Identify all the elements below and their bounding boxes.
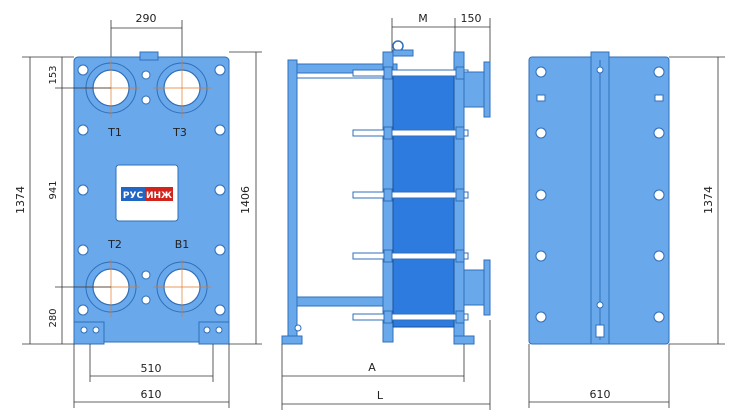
- bolt-hole-icon: [535, 127, 547, 139]
- bolt-hole-icon: [535, 311, 547, 323]
- dim-m-label: M: [418, 12, 428, 25]
- foot-bolt-icon: [215, 326, 223, 334]
- guide-notch: [536, 94, 546, 102]
- guide-notch: [654, 94, 664, 102]
- bolt-hole-icon: [653, 127, 665, 139]
- bolt-hole-icon: [214, 304, 226, 316]
- nozzle-flange-bottom: [483, 259, 491, 316]
- left-foot: [73, 321, 105, 345]
- bolt-hole-icon: [535, 66, 547, 78]
- bolt-hole-icon: [141, 70, 151, 80]
- dim-1374-back-label: 1374: [702, 186, 715, 214]
- logo-left-block: [121, 187, 145, 201]
- dim-153-label: 153: [48, 65, 59, 84]
- bolt-hole-icon: [77, 124, 89, 136]
- bolt-hole-icon: [535, 189, 547, 201]
- port-t1-label: T1: [107, 126, 122, 139]
- tie-bolt: [352, 126, 469, 140]
- foot-bolt-icon: [80, 326, 88, 334]
- bolt-hole-icon: [535, 250, 547, 262]
- port-b1-label: B1: [175, 238, 190, 251]
- bolt-hole-icon: [214, 64, 226, 76]
- bolt-hole-icon: [77, 184, 89, 196]
- logo-text-right: ИНЖ: [146, 191, 172, 201]
- front-view: 290: [14, 12, 262, 408]
- nozzle-flange-top: [483, 61, 491, 118]
- bolt-hole-icon: [653, 189, 665, 201]
- dim-l-label: L: [377, 389, 384, 402]
- tie-bolt: [352, 188, 469, 202]
- bolt-hole-icon: [653, 250, 665, 262]
- plate-pack: [392, 71, 455, 328]
- port-t2-label: T2: [107, 238, 122, 251]
- logo-text-left: РУС: [123, 191, 144, 201]
- dim-1406-label: 1406: [239, 186, 252, 214]
- top-guide-bar: [296, 63, 398, 74]
- bolt-hole-icon: [77, 64, 89, 76]
- anchor-slot: [595, 324, 605, 338]
- nozzle-bottom: [463, 269, 485, 306]
- nozzle-top: [463, 71, 485, 108]
- port-t3: [153, 60, 211, 118]
- bolt-hole-icon: [653, 311, 665, 323]
- top-lifting-lug: [139, 51, 159, 61]
- bolt-hole-icon: [653, 66, 665, 78]
- dim-150-label: 150: [461, 12, 482, 25]
- right-foot: [198, 321, 230, 345]
- dim-290-label: 290: [136, 12, 157, 25]
- port-t3-label: T3: [172, 126, 187, 139]
- support-column: [287, 59, 298, 344]
- bolt-hole-icon: [141, 270, 151, 280]
- bolt-icon: [596, 66, 604, 74]
- dim-610-back-label: 610: [590, 388, 611, 401]
- dim-510-label: 510: [141, 362, 162, 375]
- bolt-hole-icon: [77, 304, 89, 316]
- dim-1374-label: 1374: [14, 186, 27, 214]
- bolt-hole-icon: [141, 295, 151, 305]
- foot-bolt-icon: [203, 326, 211, 334]
- bolt-icon: [294, 324, 302, 332]
- bolt-hole-icon: [77, 244, 89, 256]
- back-view: 1374 610: [528, 51, 725, 408]
- logo-right-block: [145, 187, 173, 201]
- bolt-hole-icon: [214, 184, 226, 196]
- foot-bolt-icon: [92, 326, 100, 334]
- bolt-hole-icon: [214, 244, 226, 256]
- tie-bolt: [352, 310, 469, 324]
- dim-610-label: 610: [141, 388, 162, 401]
- dim-941-label: 941: [48, 180, 59, 199]
- support-foot: [281, 335, 303, 345]
- tie-bolt: [352, 249, 469, 263]
- frame-foot: [453, 335, 475, 345]
- dim-a-label: A: [368, 361, 376, 374]
- side-view: M 150: [281, 12, 491, 410]
- bolt-icon: [596, 301, 604, 309]
- bolt-hole-icon: [214, 124, 226, 136]
- bottom-guide-bar: [296, 296, 398, 307]
- bolt-hole-icon: [141, 95, 151, 105]
- port-b1: [153, 259, 211, 317]
- dim-280-label: 280: [48, 308, 59, 327]
